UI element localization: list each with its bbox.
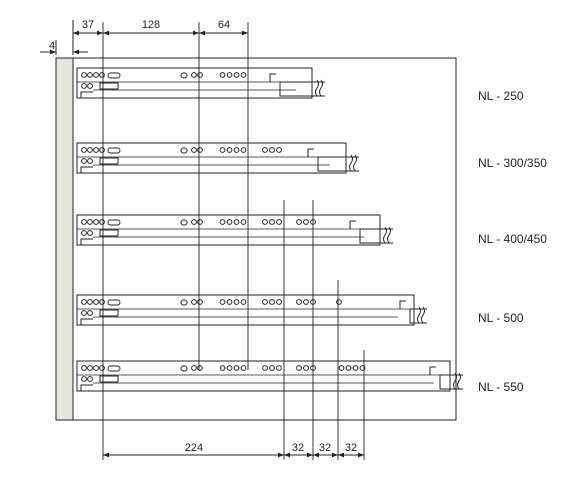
slide-label-nl-500: NL - 500: [478, 311, 524, 325]
drawer-slide: [76, 214, 393, 246]
drawer-slide: [76, 360, 463, 392]
slide-label-nl-400-450: NL - 400/450: [478, 232, 547, 246]
dim-32-b: 32: [319, 442, 331, 454]
dim-32-c: 32: [345, 442, 357, 454]
dim-128: 128: [142, 19, 160, 31]
reference-lines: [102, 22, 365, 460]
dim-32-a: 32: [292, 442, 304, 454]
dim-4: 4: [49, 40, 55, 52]
slide-label-nl-250: NL - 250: [478, 89, 524, 103]
slide-label-nl-300-350: NL - 300/350: [478, 156, 547, 170]
slide-label-nl-550: NL - 550: [478, 380, 524, 394]
slides-layer: [76, 67, 463, 392]
dim-224: 224: [185, 442, 203, 454]
drawer-slide: [76, 142, 359, 174]
dim-37: 37: [82, 19, 94, 31]
top-dimensions: [40, 20, 248, 55]
drawer-slide: [76, 67, 325, 99]
cabinet-side-panel: [55, 57, 74, 421]
dim-64: 64: [218, 19, 230, 31]
drawer-slide: [76, 294, 427, 326]
